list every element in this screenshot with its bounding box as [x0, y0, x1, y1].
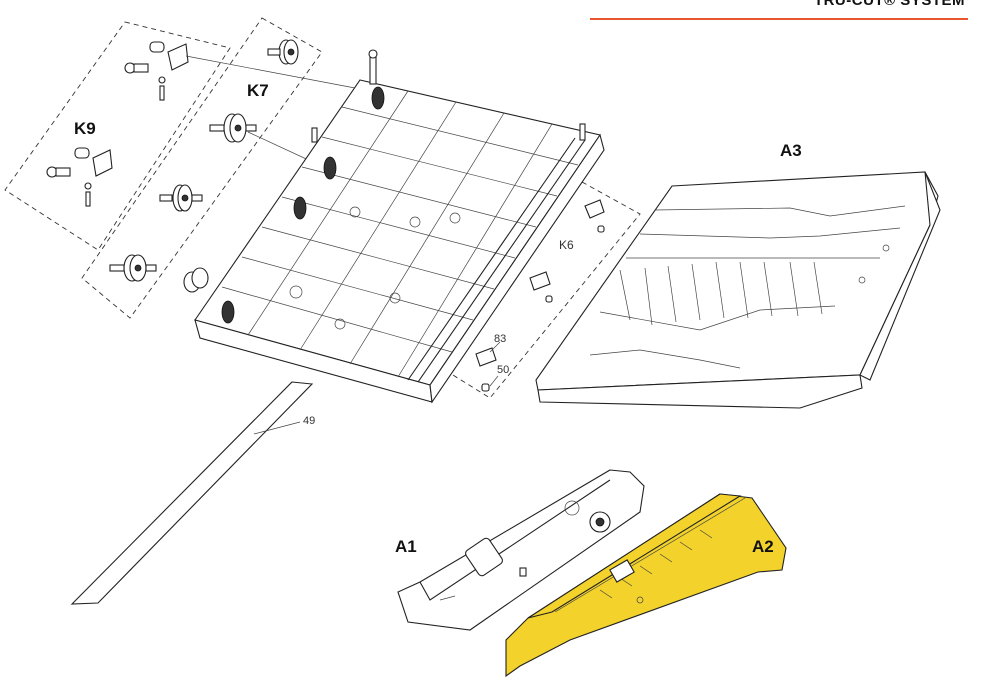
k7-group-outline [81, 17, 323, 319]
callout-a3: A3 [780, 141, 802, 160]
callout-a1: A1 [395, 537, 417, 556]
callout-k7: K7 [247, 81, 269, 100]
callout-83: 83 [494, 333, 507, 345]
k6-hardware [475, 199, 605, 392]
k9-group-outline [4, 21, 231, 251]
header-title: TRU-CUT® SYSTEM [813, 0, 965, 9]
callout-k6: K6 [559, 238, 574, 252]
k9-hardware [46, 41, 189, 207]
header-rule [590, 18, 968, 20]
callout-50: 50 [497, 364, 510, 376]
callout-a2: A2 [752, 537, 774, 556]
callout-k9: K9 [74, 119, 96, 138]
a2-fence-highlighted [505, 493, 787, 678]
a3-top-plate [535, 171, 941, 409]
part-49-strip [70, 381, 314, 605]
k7-wheels [109, 39, 299, 282]
leader-k9 [185, 55, 356, 89]
a1-fence [397, 469, 645, 631]
base-frame [183, 49, 605, 404]
callout-49: 49 [303, 415, 316, 427]
